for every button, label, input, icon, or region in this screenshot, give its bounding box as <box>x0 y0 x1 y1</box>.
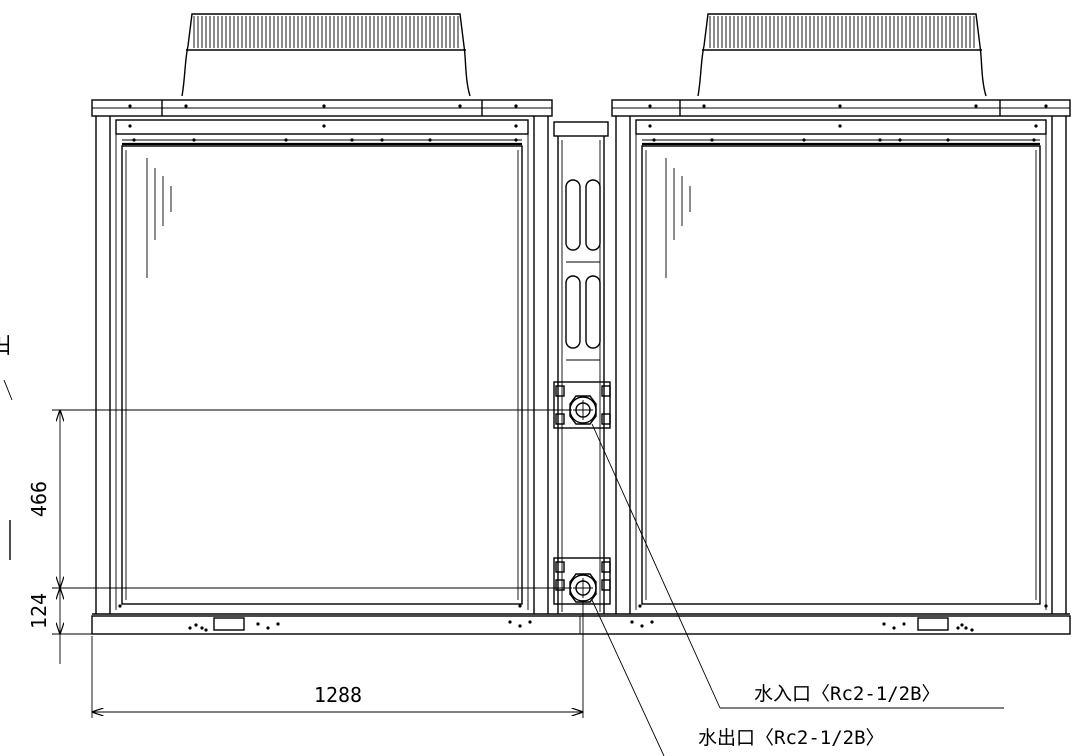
bolt-dot <box>898 138 902 142</box>
bolt-dot <box>188 626 192 630</box>
bolt-dot <box>266 626 270 630</box>
bolt-dot <box>838 104 842 108</box>
bolt-dot <box>380 138 384 142</box>
right-coil-panel <box>641 145 1041 605</box>
bolt-dot <box>650 620 654 624</box>
bolt-dot <box>838 124 842 128</box>
callouts: 水入口〈Rc2-1/2B〉 水出口〈Rc2-1/2B〉 <box>591 423 1004 756</box>
left-module <box>91 13 553 614</box>
bolt-dot <box>640 624 644 628</box>
water-inlet-fitting <box>553 381 611 429</box>
bolt-dot <box>508 620 512 624</box>
bolt-dot <box>118 604 122 608</box>
bolt-dot <box>648 124 652 128</box>
vent-slot <box>565 275 581 349</box>
bolt-dot <box>284 138 288 142</box>
center-pipe-column <box>553 121 611 614</box>
bolt-dot <box>892 626 896 630</box>
bolt-dot <box>652 138 656 142</box>
bolt-dot <box>974 104 978 108</box>
bolt-dot <box>322 104 326 108</box>
forklift-slot <box>213 617 245 631</box>
bolt-dot <box>882 622 886 626</box>
bolt-dot <box>514 104 518 108</box>
dim-label-1288: 1288 <box>314 683 362 707</box>
bolt-dot <box>184 104 188 108</box>
bolt-dot <box>192 138 196 142</box>
vent-slot <box>585 275 601 349</box>
bolt-dot <box>128 124 132 128</box>
forklift-slot <box>917 617 949 631</box>
bolt-dot <box>802 138 806 142</box>
bolt-dot <box>256 622 260 626</box>
bolt-dot <box>956 626 960 630</box>
bolt-dot <box>514 124 518 128</box>
bolt-dot <box>1032 138 1036 142</box>
bolt-dot <box>276 622 280 626</box>
dim-label-124: 124 <box>27 593 51 629</box>
bolt-dot <box>322 124 326 128</box>
bolt-dot <box>970 628 974 632</box>
bolt-dot <box>648 104 652 108</box>
right-fan-guard <box>697 13 987 97</box>
bolt-dot <box>702 104 706 108</box>
outlet-leader <box>591 599 665 756</box>
bolt-dot <box>1044 604 1048 608</box>
bolt-dot <box>1034 124 1038 128</box>
vent-slot <box>585 179 601 251</box>
bolt-dot <box>428 138 432 142</box>
left-coil-panel <box>121 145 523 605</box>
bolt-dot <box>128 104 132 108</box>
bolt-dot <box>350 138 354 142</box>
bolt-dot <box>194 623 198 627</box>
bolt-dot <box>518 604 522 608</box>
bolt-dot <box>902 622 906 626</box>
bolt-dot <box>964 626 968 630</box>
dimension-lines: 466 124 1288 <box>27 410 583 718</box>
bolt-dot <box>514 138 518 142</box>
water-inlet-label: 水入口〈Rc2-1/2B〉 <box>754 683 941 705</box>
bolt-dot <box>458 104 462 108</box>
bolt-dot <box>204 628 208 632</box>
bolt-dot <box>200 626 204 630</box>
bolt-dot <box>1044 104 1048 108</box>
water-outlet-label: 水出口〈Rc2-1/2B〉 <box>698 727 885 749</box>
right-module <box>611 13 1071 614</box>
bolt-dots <box>118 104 1048 632</box>
bolt-dot <box>630 620 634 624</box>
left-fan-guard <box>181 13 471 97</box>
bolt-dot <box>946 138 950 142</box>
bolt-dot <box>528 620 532 624</box>
bolt-dot <box>132 138 136 142</box>
bolt-dot <box>518 624 522 628</box>
bolt-dot <box>638 604 642 608</box>
side-label: 正 <box>0 334 14 356</box>
bolt-dot <box>878 138 882 142</box>
bolt-dot <box>960 623 964 627</box>
bolt-dot <box>710 138 714 142</box>
dim-label-466: 466 <box>27 481 51 517</box>
inlet-leader <box>591 423 721 709</box>
base-frame <box>91 613 1071 635</box>
vent-slot <box>565 179 581 251</box>
